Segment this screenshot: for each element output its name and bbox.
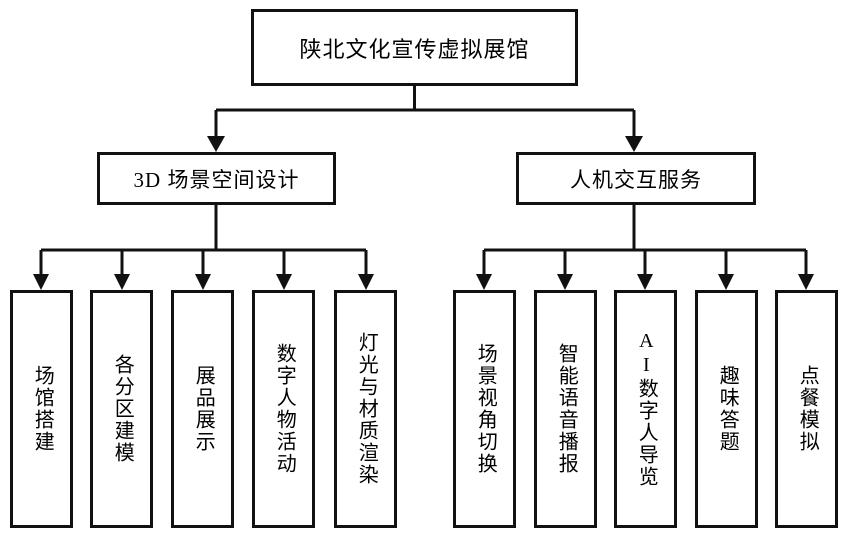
node-leaf-fun-quiz[interactable]: 趣味答题 [695, 290, 758, 528]
node-leaf-lighting-material-rendering[interactable]: 灯光与材质渲染 [334, 290, 397, 528]
node-leaf-zone-modeling[interactable]: 各分区建模 [90, 290, 153, 528]
node-branch-interaction[interactable]: 人机交互服务 [516, 152, 756, 205]
node-branch-3d-scene-label: 3D 场景空间设计 [133, 167, 300, 192]
node-leaf-smart-voice-broadcast[interactable]: 智能语音播报 [534, 290, 597, 528]
node-leaf-digital-human-activity-label: 数字人物活动 [273, 343, 296, 475]
node-leaf-viewpoint-switch[interactable]: 场景视角切换 [453, 290, 516, 528]
node-leaf-exhibit-display[interactable]: 展品展示 [171, 290, 234, 528]
node-branch-3d-scene[interactable]: 3D 场景空间设计 [97, 152, 336, 205]
node-leaf-ai-digital-human-guide-label: AI数字人导览 [635, 330, 658, 488]
node-leaf-venue-construction[interactable]: 场馆搭建 [10, 290, 73, 528]
node-root-label: 陕北文化宣传虚拟展馆 [299, 36, 530, 62]
node-leaf-venue-construction-label: 场馆搭建 [31, 365, 54, 453]
node-leaf-digital-human-activity[interactable]: 数字人物活动 [252, 290, 315, 528]
node-branch-interaction-label: 人机交互服务 [570, 167, 702, 192]
node-root[interactable]: 陕北文化宣传虚拟展馆 [251, 9, 578, 86]
node-leaf-viewpoint-switch-label: 场景视角切换 [474, 343, 497, 475]
node-leaf-zone-modeling-label: 各分区建模 [111, 354, 134, 464]
node-leaf-meal-ordering-simulation-label: 点餐模拟 [796, 365, 819, 453]
node-leaf-smart-voice-broadcast-label: 智能语音播报 [555, 343, 578, 475]
node-leaf-meal-ordering-simulation[interactable]: 点餐模拟 [775, 290, 838, 528]
node-leaf-exhibit-display-label: 展品展示 [192, 365, 215, 453]
node-leaf-ai-digital-human-guide[interactable]: AI数字人导览 [614, 290, 677, 528]
node-leaf-fun-quiz-label: 趣味答题 [716, 365, 739, 453]
node-leaf-lighting-material-rendering-label: 灯光与材质渲染 [355, 332, 378, 486]
